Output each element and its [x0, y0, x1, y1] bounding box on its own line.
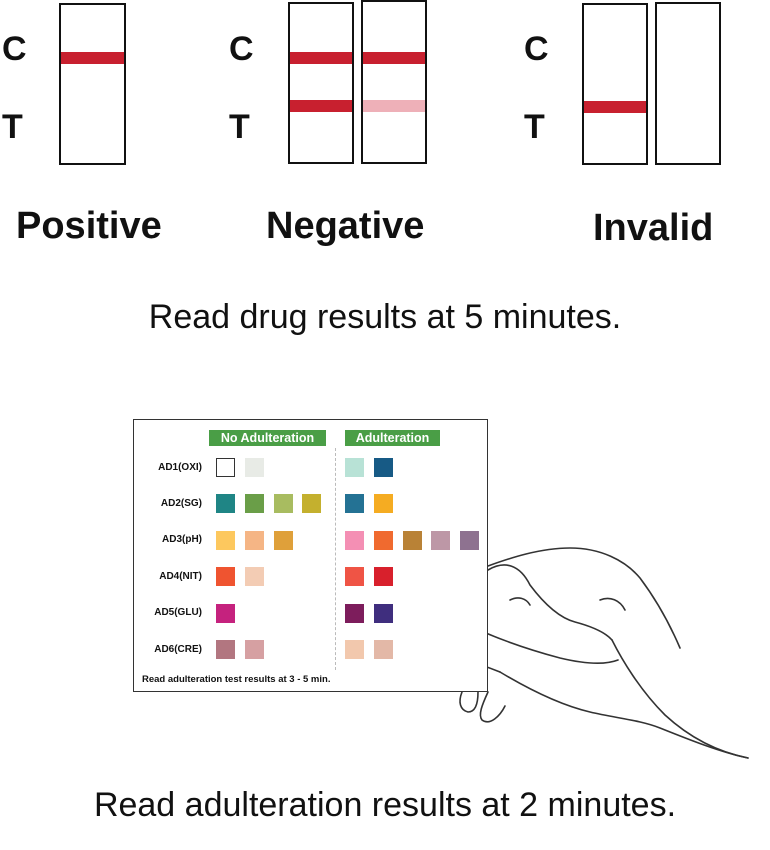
faint-test-line: [363, 100, 425, 112]
column-divider: [335, 448, 336, 670]
adulteration-swatch: [345, 458, 364, 477]
positive-strip: [59, 3, 126, 165]
no-adulteration-swatch: [216, 494, 235, 514]
adulteration-swatch: [373, 567, 393, 587]
invalid-strip-1: [582, 3, 648, 165]
no-adulteration-header: No Adulteration: [209, 430, 326, 446]
adulteration-swatch: [373, 603, 393, 623]
invalid-label: Invalid: [593, 207, 714, 249]
adulteration-swatch: [345, 494, 364, 514]
positive-letter-c: C: [2, 30, 27, 68]
no-adulteration-swatch: [302, 494, 322, 514]
row-label: AD2(SG): [160, 497, 202, 509]
no-adulteration-swatch: [244, 567, 264, 587]
no-adulteration-swatch: [216, 603, 235, 623]
control-line: [290, 52, 352, 64]
adulteration-swatch: [431, 530, 451, 550]
invalid-letter-c: C: [524, 30, 549, 68]
no-adulteration-swatch: [244, 494, 264, 514]
adulteration-card: No Adulteration Adulteration AD1(OXI) AD2…: [133, 419, 488, 692]
adulteration-swatch: [373, 530, 393, 550]
negative-letter-t: T: [229, 108, 250, 146]
positive-label: Positive: [16, 205, 162, 247]
invalid-strip-2: [655, 2, 721, 165]
no-adulteration-swatch: [216, 567, 235, 587]
control-line: [61, 52, 124, 64]
adulteration-swatch: [345, 603, 364, 623]
test-line: [584, 101, 646, 113]
no-adulteration-swatch: [216, 458, 235, 477]
adulteration-swatch: [345, 567, 364, 587]
adulteration-swatch: [373, 458, 393, 477]
adulteration-swatch: [373, 494, 393, 514]
card-note: Read adulteration test results at 3 - 5 …: [142, 674, 331, 685]
no-adulteration-swatch: [273, 530, 293, 550]
negative-letter-c: C: [229, 30, 254, 68]
positive-letter-t: T: [2, 108, 23, 146]
adulteration-header: Adulteration: [345, 430, 440, 446]
no-adulteration-swatch: [216, 640, 235, 659]
row-label: AD6(CRE): [154, 643, 202, 655]
negative-label: Negative: [266, 205, 425, 247]
no-adulteration-swatch: [244, 640, 264, 659]
no-adulteration-swatch: [216, 530, 235, 550]
no-adulteration-swatch: [273, 494, 293, 514]
no-adulteration-swatch: [244, 458, 264, 477]
drug-results-caption: Read drug results at 5 minutes.: [148, 298, 622, 336]
no-adulteration-swatch: [244, 530, 264, 550]
adulteration-swatch: [373, 640, 393, 659]
adulteration-swatch: [402, 530, 422, 550]
adulteration-swatch: [345, 640, 364, 659]
row-label: AD5(GLU): [154, 607, 202, 619]
adulteration-swatch: [345, 530, 364, 550]
row-label: AD4(NIT): [159, 570, 202, 582]
invalid-letter-t: T: [524, 108, 545, 146]
negative-strip-2: [361, 0, 427, 164]
control-line: [363, 52, 425, 64]
row-label: AD1(OXI): [158, 461, 202, 473]
row-label: AD3(pH): [162, 534, 202, 546]
adulteration-results-caption: Read adulteration results at 2 minutes.: [93, 786, 677, 824]
test-line: [290, 100, 352, 112]
negative-strip-1: [288, 2, 354, 164]
adulteration-swatch: [460, 530, 480, 550]
